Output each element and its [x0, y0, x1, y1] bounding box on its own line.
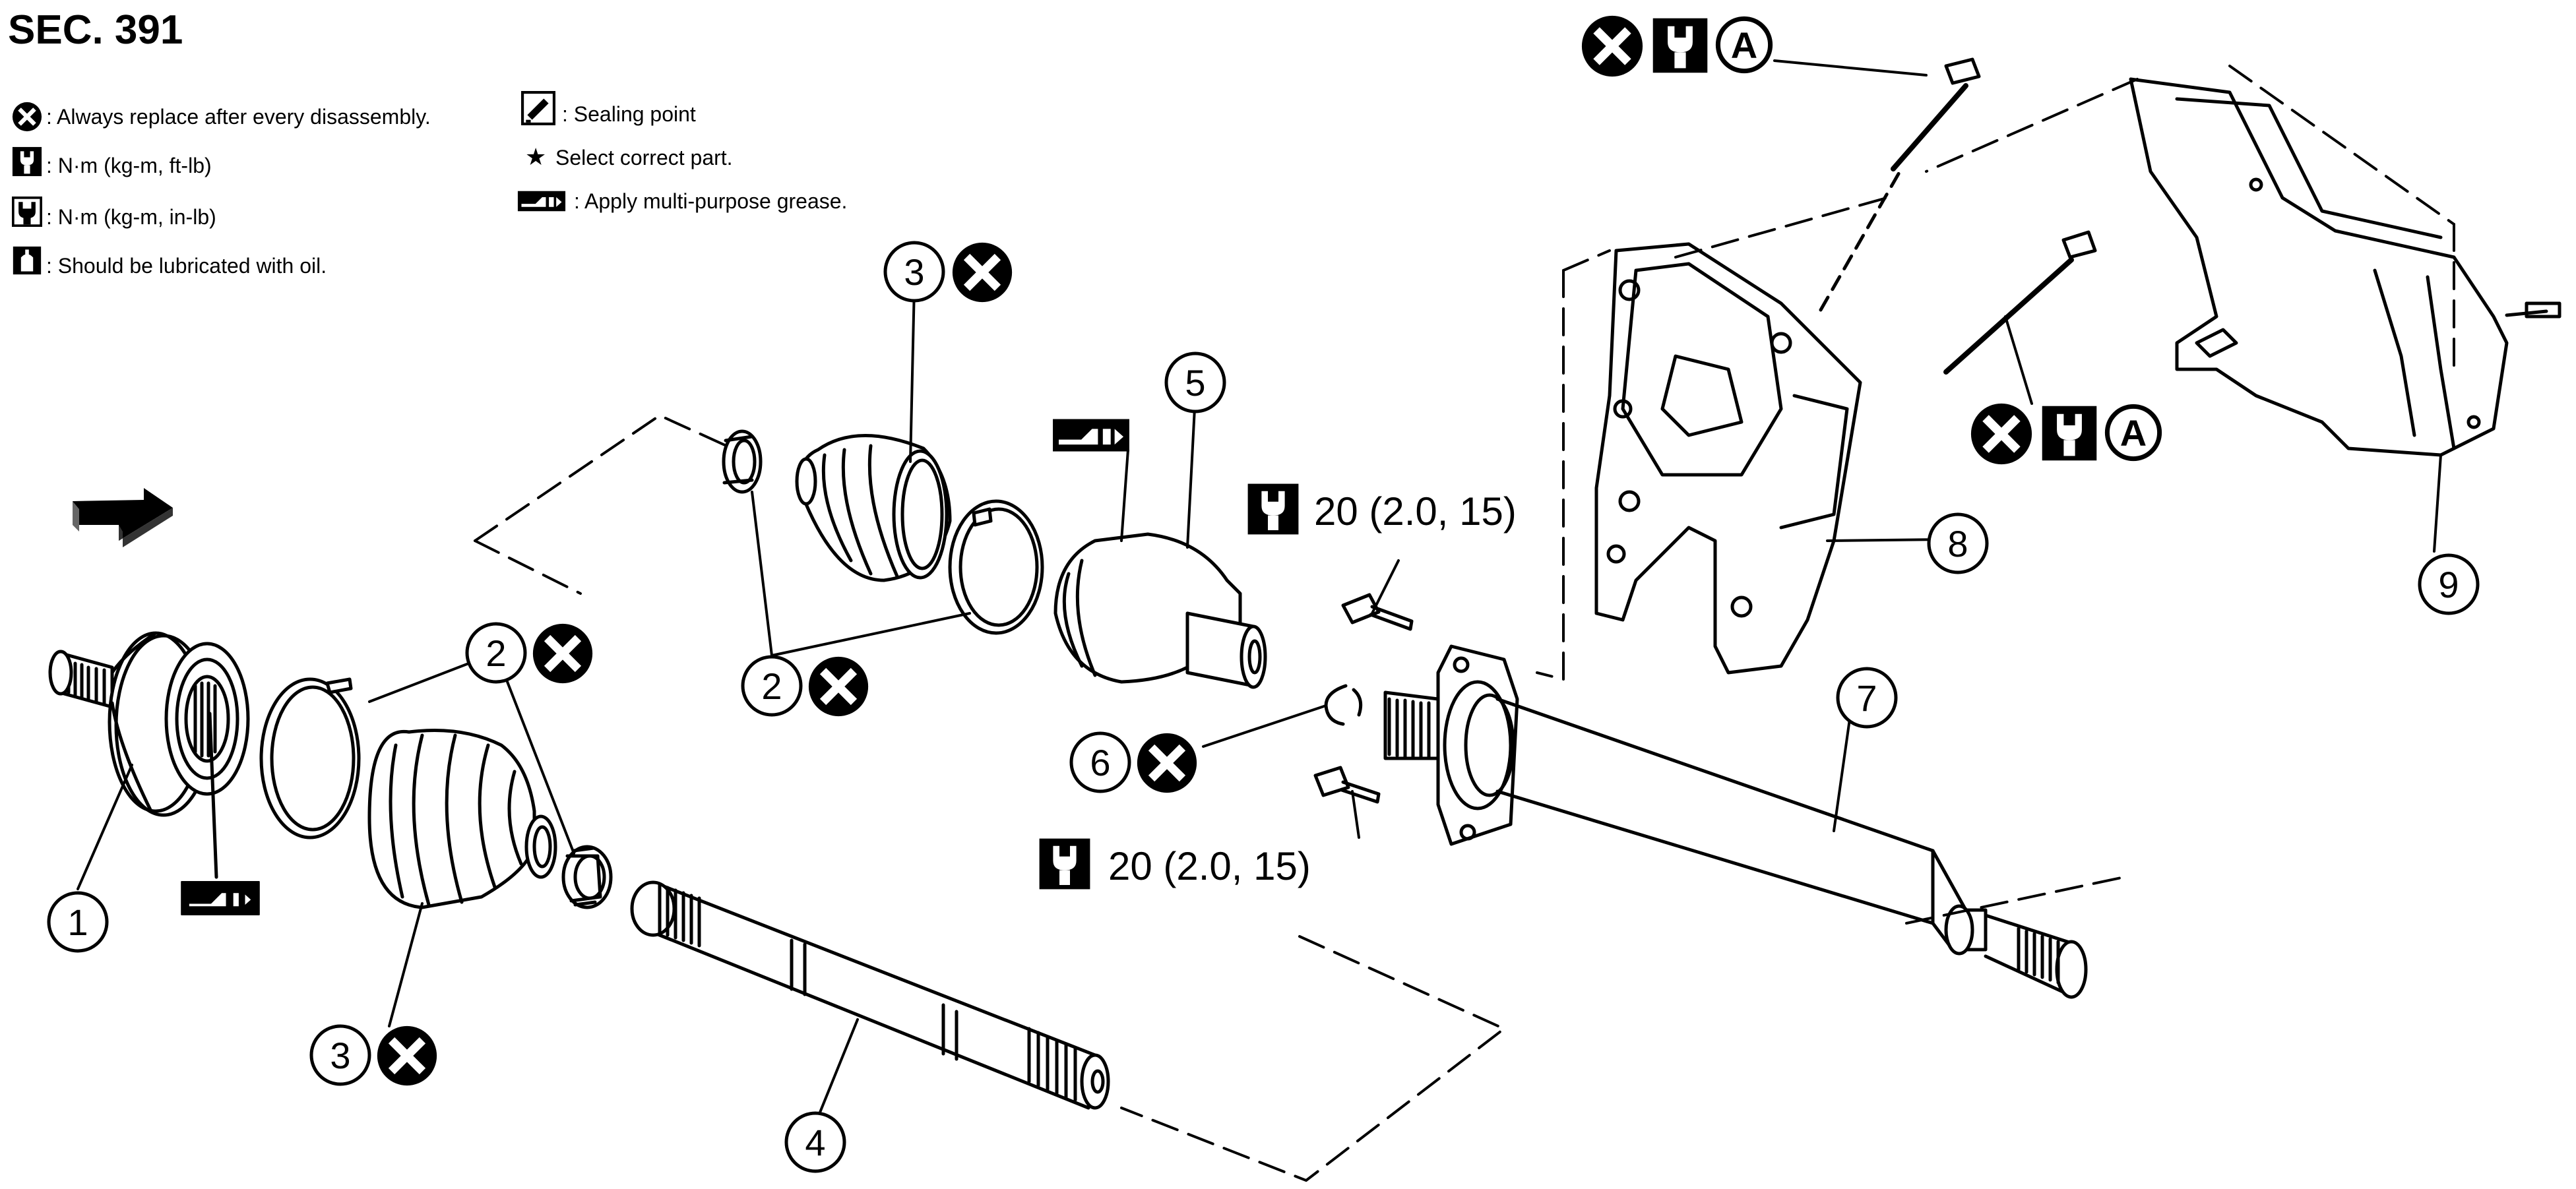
part-2-inner-band: [948, 499, 1044, 635]
callout-6-label: 6: [1090, 742, 1110, 783]
always-replace-icon: [809, 657, 868, 716]
wrench-socket-filled-icon: [12, 197, 42, 227]
front-arrow-icon: [73, 488, 173, 547]
part-3-boot-outer: [367, 729, 557, 909]
callout-6: 6: [1069, 731, 1197, 793]
always-replace-icon: [13, 102, 42, 131]
part-2-boot-band-large: [259, 677, 361, 839]
always-replace-icon: [1971, 404, 2032, 464]
callout-2b-label: 2: [761, 665, 782, 707]
legend: : Always replace after every disassembly…: [12, 92, 847, 278]
legend-grease: : Apply multi-purpose grease.: [574, 189, 847, 213]
part-3-boot-inner: [795, 434, 952, 582]
callout-3a-label: 3: [330, 1035, 350, 1076]
bolt-mark-mid-letter: A: [2120, 412, 2147, 454]
star-icon: ★: [525, 143, 546, 170]
always-replace-icon: [377, 1026, 437, 1085]
oil-can-icon: [13, 246, 42, 275]
always-replace-icon: [1137, 733, 1197, 793]
callouts: 1 2 3 4 2 3 5: [47, 241, 2480, 1173]
section-title: SEC. 391: [8, 7, 183, 53]
always-replace-icon: [533, 624, 592, 683]
wrench-socket-icon: [2042, 406, 2097, 461]
grease-gun-icon: [517, 191, 566, 212]
part-1-cv-joint: [48, 631, 250, 817]
wrench-socket-icon: [1247, 483, 1299, 535]
torque-spec-upper: 20 (2.0, 15): [1247, 483, 1517, 535]
callout-2b: 2: [741, 655, 868, 716]
part-2-small-clamp: [561, 845, 613, 909]
callout-1-label: 1: [67, 901, 88, 943]
grease-gun-icon: [1053, 419, 1129, 452]
callout-3b-label: 3: [904, 251, 924, 293]
legend-torque-ft: : N·m (kg-m, ft-lb): [46, 154, 212, 177]
legend-sealing: : Sealing point: [562, 102, 696, 126]
torque-spec-lower-label: 20 (2.0, 15): [1108, 844, 1311, 888]
part-7-extension-shaft: [1383, 644, 2088, 999]
callout-4-label: 4: [805, 1122, 825, 1163]
bolt-lower: [1313, 766, 1381, 804]
callout-8-label: 8: [1947, 523, 1968, 564]
part-2-inner-clamp: [722, 429, 763, 494]
assembly-lines: [474, 65, 2455, 1182]
always-replace-icon: [1582, 16, 1643, 76]
torque-spec-lower: 20 (2.0, 15): [1039, 838, 1311, 890]
callout-2a-label: 2: [486, 632, 506, 674]
part-9-cover: [2129, 77, 2509, 457]
part-5-inner-joint: [1053, 532, 1267, 689]
bolt-mark-top-letter: A: [1731, 24, 1757, 66]
bolt-upper: [1341, 593, 1414, 631]
callout-3b: 3: [883, 241, 1012, 302]
callout-5-label: 5: [1185, 362, 1205, 404]
legend-select-part: Select correct part.: [555, 146, 733, 169]
legend-lubricate: : Should be lubricated with oil.: [46, 254, 327, 278]
callout-2a: 2: [465, 622, 592, 683]
callout-5: 5: [1164, 351, 1226, 413]
callout-1: 1: [47, 891, 109, 953]
small-bolt-right: [2505, 301, 2561, 319]
always-replace-icon: [953, 243, 1012, 302]
part-6-snap-ring: [1324, 684, 1363, 726]
wrench-socket-icon: [12, 146, 42, 177]
long-bolt-lower: [1943, 230, 2097, 375]
long-bolt-upper: [1819, 57, 1981, 312]
bolt-mark-mid: A: [1971, 404, 2160, 464]
callout-9-label: 9: [2438, 564, 2459, 605]
sealant-tube-icon: [522, 92, 554, 124]
part-4-drive-shaft: [630, 880, 1110, 1110]
callout-8: 8: [1927, 512, 1989, 574]
callout-7: 7: [1836, 667, 1898, 729]
callout-3a: 3: [309, 1024, 437, 1085]
wrench-socket-icon: [1652, 18, 1708, 73]
part-8-bracket: [1594, 242, 1862, 675]
callout-4: 4: [784, 1111, 846, 1173]
grease-gun-icon: [181, 881, 260, 915]
torque-spec-upper-label: 20 (2.0, 15): [1314, 489, 1517, 534]
bolt-mark-top: A: [1582, 16, 1771, 76]
callout-9: 9: [2418, 553, 2480, 615]
callout-7-label: 7: [1856, 677, 1877, 719]
wrench-socket-icon: [1039, 838, 1090, 890]
legend-always-replace: : Always replace after every disassembly…: [46, 105, 431, 129]
legend-torque-in: : N·m (kg-m, in-lb): [46, 205, 216, 229]
